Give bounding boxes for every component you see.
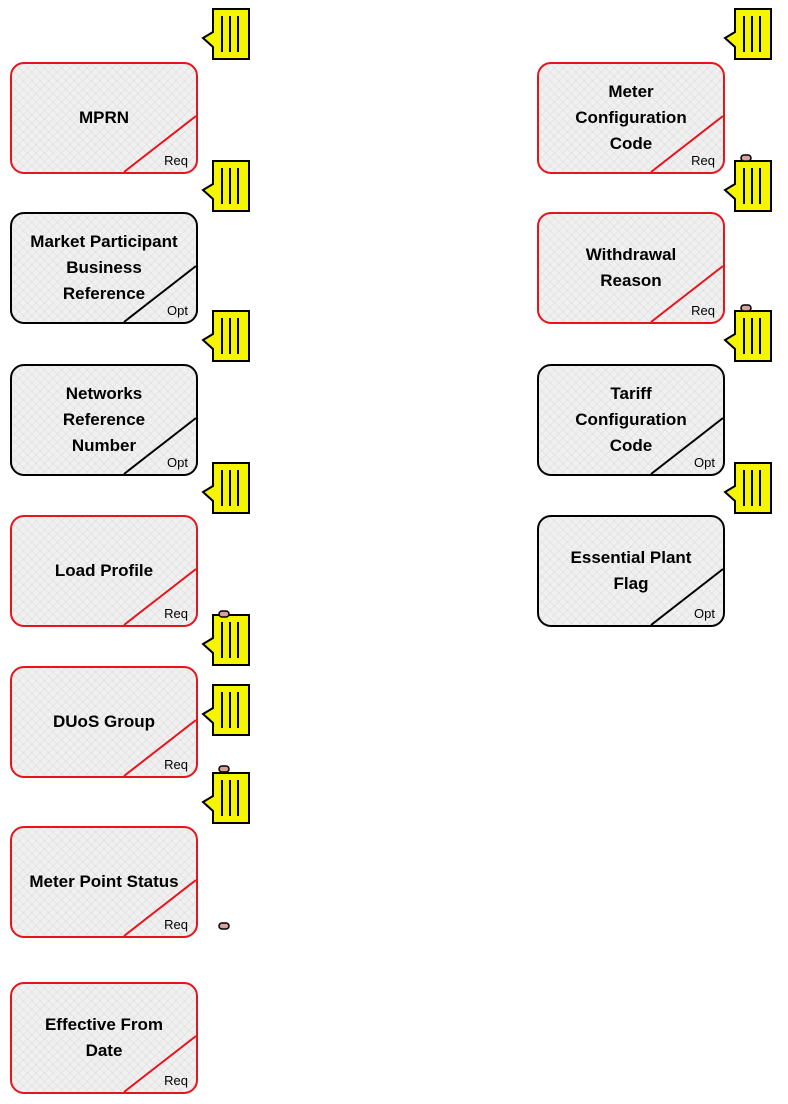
entity-label: Networks Reference Number [62,384,146,455]
requirement-tag: Opt [694,606,715,621]
yellow-flag-icon [201,684,250,736]
entity-label: Meter Point Status [29,872,179,891]
entity-card-tariff-configuration-code[interactable]: Tariff Configuration Code Opt [537,364,725,476]
yellow-flag-icon [201,614,250,666]
yellow-flag-icon [201,310,250,362]
requirement-tag: Req [691,303,715,318]
entity-card-meter-configuration-code[interactable]: Meter Configuration Code Req [537,62,725,174]
yellow-flag-icon [201,160,250,212]
entity-card-effective-from-date[interactable]: Effective From Date Req [10,982,198,1094]
entity-label: Tariff Configuration Code [575,384,687,455]
link-knob-icon [218,610,230,618]
entity-label: Market Participant Business Reference [30,232,178,303]
requirement-tag: Req [691,153,715,168]
link-knob-icon [218,922,230,930]
yellow-flag-icon [723,462,772,514]
yellow-flag-icon [201,8,250,60]
requirement-tag: Req [164,153,188,168]
requirement-tag: Opt [167,455,188,470]
requirement-tag: Req [164,1073,188,1088]
requirement-tag: Opt [694,455,715,470]
entity-card-networks-reference-number[interactable]: Networks Reference Number Opt [10,364,198,476]
entity-label: DUoS Group [53,712,155,731]
entity-label: Withdrawal Reason [585,245,677,290]
entity-label: MPRN [78,108,130,127]
entity-card-duos-group[interactable]: DUoS Group Req [10,666,198,778]
link-knob-icon [218,765,230,773]
entity-card-essential-plant-flag[interactable]: Essential Plant Flag Opt [537,515,725,627]
entity-card-load-profile[interactable]: Load Profile Req [10,515,198,627]
yellow-flag-icon [723,310,772,362]
entity-card-market-participant-business-reference[interactable]: Market Participant Business Reference Op… [10,212,198,324]
entity-card-mprn[interactable]: MPRN Req [10,62,198,174]
link-knob-icon [740,304,752,312]
yellow-flag-icon [723,160,772,212]
entity-label: Effective From Date [44,1015,164,1060]
requirement-tag: Req [164,606,188,621]
requirement-tag: Req [164,917,188,932]
requirement-tag: Opt [167,303,188,318]
yellow-flag-icon [723,8,772,60]
yellow-flag-icon [201,772,250,824]
entity-card-withdrawal-reason[interactable]: Withdrawal Reason Req [537,212,725,324]
link-knob-icon [740,154,752,162]
entity-card-meter-point-status[interactable]: Meter Point Status Req [10,826,198,938]
requirement-tag: Req [164,757,188,772]
entity-label: Load Profile [54,561,154,580]
yellow-flag-icon [201,462,250,514]
entity-label: Essential Plant Flag [570,548,692,593]
entity-label: Meter Configuration Code [575,82,687,153]
